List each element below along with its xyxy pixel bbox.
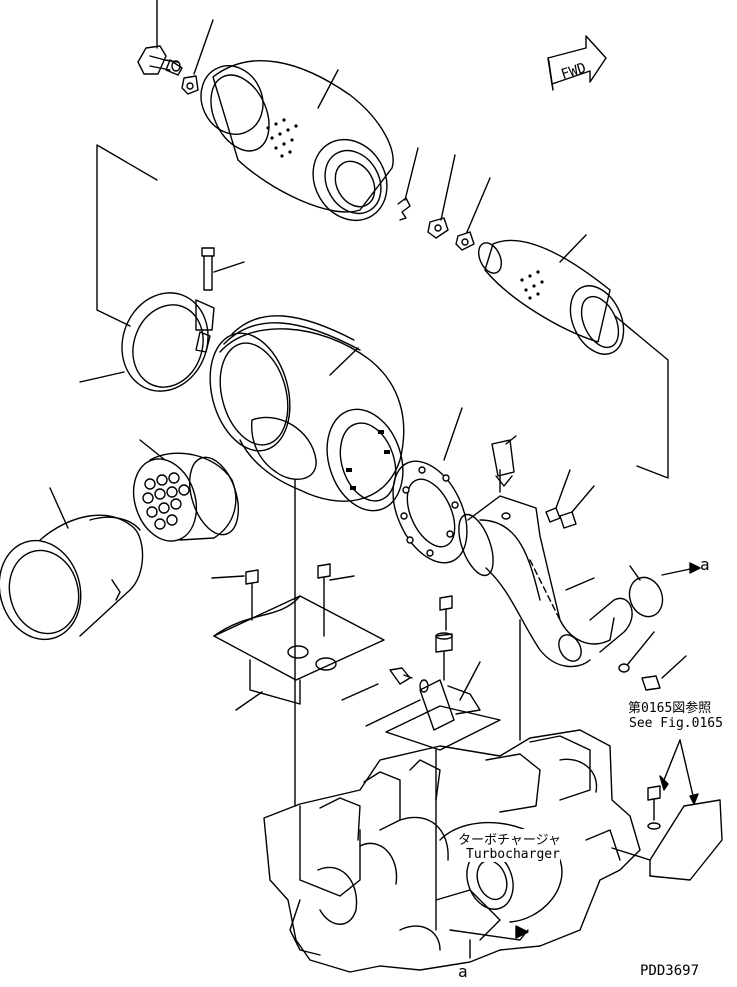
- leader-bracket-left: [96, 144, 158, 327]
- hose-clamp-right: [628, 562, 701, 618]
- reference-arrows: [659, 739, 699, 805]
- outlet-elbow-pipe: [458, 469, 633, 668]
- turbocharger-label-english: Turbocharger: [466, 847, 560, 862]
- engine-block: [263, 729, 641, 973]
- mounting-bracket: [211, 563, 385, 711]
- air-cleaner-body: [209, 315, 405, 512]
- reference-note-english: See Fig.0165: [629, 716, 723, 731]
- connection-label-a-bottom: a: [458, 962, 468, 981]
- support-bracket: [341, 595, 501, 751]
- restriction-indicator: [491, 435, 517, 487]
- connection-label-a-right: a: [700, 555, 710, 574]
- outer-element-cylinder: [200, 60, 394, 222]
- dust-cap: [0, 487, 144, 641]
- drawing-code: PDD3697: [640, 963, 700, 979]
- nut-washer-right: [545, 469, 595, 529]
- clamp-band-with-bolt: [79, 247, 245, 392]
- forward-direction-arrow: FWD: [547, 35, 607, 91]
- inner-element-cylinder: [477, 234, 669, 479]
- bolt-washer-elbow: [618, 631, 687, 691]
- turbocharger-label-japanese: ターボチャージャ: [458, 829, 561, 848]
- reference-note-japanese: 第0165図参照: [628, 701, 712, 716]
- clip-nut-washer-parts: [397, 147, 491, 251]
- dust-indicator-part: [137, 0, 214, 95]
- right-bracket: [611, 785, 723, 881]
- pre-cleaner-element: [132, 439, 240, 542]
- gasket-plate: [392, 407, 468, 564]
- direction-label: FWD: [559, 60, 588, 83]
